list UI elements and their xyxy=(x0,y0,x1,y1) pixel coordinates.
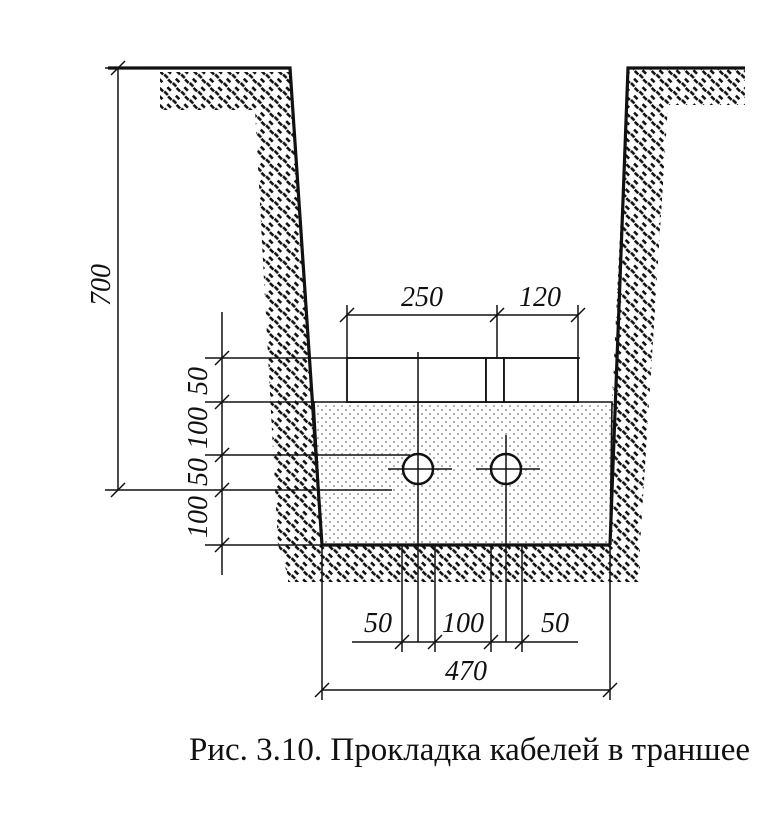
figure-caption: Рис. 3.10. Прокладка кабелей в траншее xyxy=(189,732,750,768)
dim-layer-bottom-fill-label: 100 xyxy=(183,496,214,538)
trench-wall-left xyxy=(108,66,324,546)
dim-cover: 250 120 xyxy=(339,282,586,358)
dim-cable-spacing-label: 100 xyxy=(442,608,484,639)
soil-right xyxy=(612,68,745,582)
dim-depth-label: 700 xyxy=(86,264,117,306)
dim-cable-spacing: 50 100 50 xyxy=(352,545,578,652)
cable-left xyxy=(388,352,452,642)
dim-trench-width: 470 xyxy=(314,545,618,700)
dim-depth: 700 xyxy=(86,60,392,498)
dim-cable-gap-left-label: 50 xyxy=(364,608,392,639)
dim-layer-top-fill-label: 100 xyxy=(183,407,214,449)
cable-right xyxy=(476,435,540,642)
trench-wall-right xyxy=(608,66,745,546)
dim-layers: 50 100 50 100 xyxy=(183,312,580,575)
cover-bricks xyxy=(346,357,579,403)
dim-cover-width-left-label: 250 xyxy=(401,282,443,313)
dim-trench-width-label: 470 xyxy=(445,656,487,687)
dim-cable-gap-right-label: 50 xyxy=(541,608,569,639)
dim-layer-cable-label: 50 xyxy=(183,458,214,486)
sand-bedding xyxy=(313,401,613,546)
soil-bottom xyxy=(288,545,640,582)
dim-layer-cover-label: 50 xyxy=(183,367,214,395)
dim-cover-width-right-label: 120 xyxy=(519,282,561,313)
